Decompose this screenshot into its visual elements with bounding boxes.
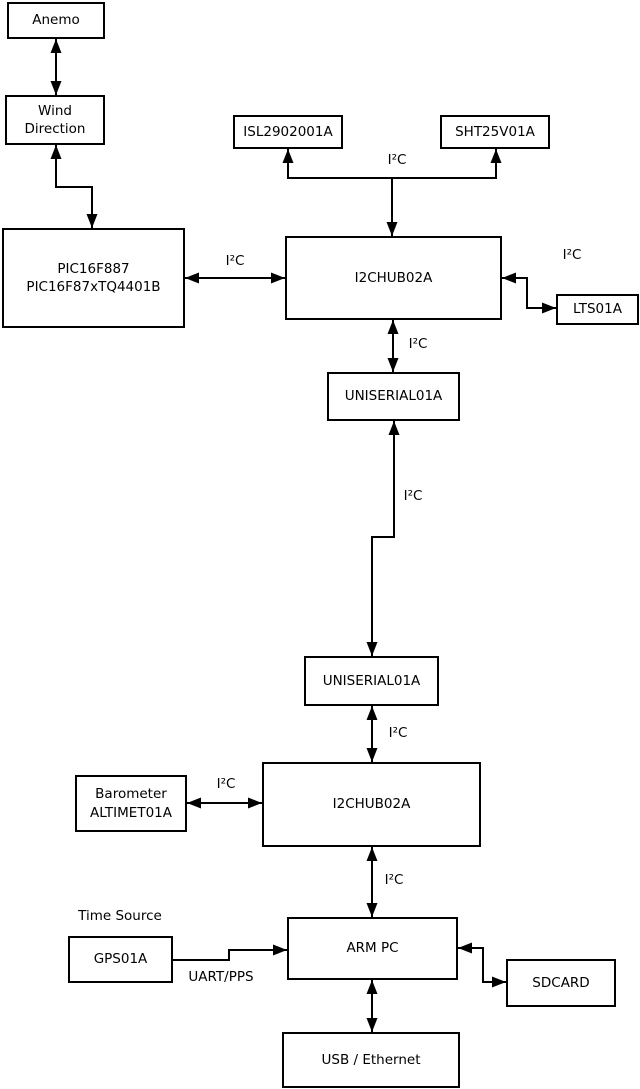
node-uniserial-1: UNISERIAL01A	[327, 372, 460, 421]
node-label-line: ARM PC	[346, 940, 399, 957]
node-label-line: Direction	[24, 121, 86, 137]
arrowhead-armpc-sdcard-end	[492, 976, 506, 988]
node-arm-pc: ARM PC	[287, 917, 458, 980]
node-i2chub-1: I2CHUB02A	[285, 236, 502, 320]
arrowhead-bus-isl-sht-start	[282, 149, 294, 163]
arrowhead-pic-hub1-start	[185, 272, 199, 284]
arrowhead-wind-pic-start	[50, 145, 62, 159]
node-usb-ethernet: USB / Ethernet	[282, 1032, 460, 1088]
arrowhead-hub1-lts-start	[502, 272, 516, 284]
edge-gps-armpc	[173, 949, 287, 961]
arrowhead-armpc-sdcard-start	[458, 942, 472, 954]
node-i2chub-2: I2CHUB02A	[262, 762, 481, 847]
node-label-line: PIC16F887	[57, 260, 130, 277]
edge-armpc-sdcard	[458, 947, 506, 983]
label-i2c-hub1-uniserial1: I²C	[408, 336, 428, 352]
node-isl: ISL2902001A	[233, 115, 343, 149]
label-i2c-hub2-armpc: I²C	[384, 872, 404, 888]
node-label-line: SDCARD	[532, 974, 590, 991]
node-label-line: I2CHUB02A	[332, 796, 411, 813]
arrowhead-uniserial2-hub2-start	[366, 706, 378, 720]
edge-uniserial1-uniserial2	[371, 421, 395, 656]
arrowhead-bus-isl-sht-end	[490, 149, 502, 163]
arrowhead-pic-hub1-end	[271, 272, 285, 284]
arrowhead-barometer-hub2-start	[187, 797, 201, 809]
arrowhead-uniserial1-uniserial2-end	[366, 642, 378, 656]
node-label-line: GPS01A	[93, 951, 148, 968]
node-uniserial-2: UNISERIAL01A	[304, 656, 439, 706]
arrowhead-gps-armpc-end	[273, 944, 287, 956]
node-label-line: ALTIMET01A	[90, 804, 172, 821]
arrowhead-wind-pic-end	[86, 214, 98, 228]
label-i2c-hub1-lts: I²C	[562, 247, 582, 263]
node-label-line: Barometer	[95, 786, 167, 803]
label-i2c-uniserial-link: I²C	[403, 488, 423, 504]
node-label-line: SHT25V01A	[455, 123, 535, 140]
label-time-source: Time Source	[78, 908, 162, 924]
node-label-line: Anemo	[32, 12, 80, 29]
node-label-line: Wind	[38, 102, 72, 119]
arrowhead-uniserial1-uniserial2-start	[388, 421, 400, 435]
arrowhead-uniserial2-hub2-end	[366, 748, 378, 762]
arrowhead-armpc-usb-start	[366, 980, 378, 994]
node-sht: SHT25V01A	[440, 115, 550, 149]
label-i2c-uniserial2-hub2: I²C	[388, 725, 408, 741]
arrowhead-hub1-uniserial1-start	[387, 320, 399, 334]
arrowhead-hub2-armpc-start	[366, 847, 378, 861]
node-label-line: UNISERIAL01A	[344, 388, 443, 405]
node-label-line: PIC16F87xTQ4401B	[26, 279, 161, 295]
arrowhead-bus-hub1-end	[386, 222, 398, 236]
node-lts: LTS01A	[556, 294, 639, 325]
arrowhead-barometer-hub2-end	[248, 797, 262, 809]
label-i2c-sensor-bus: I²C	[387, 152, 407, 168]
node-gps: GPS01A	[68, 936, 173, 983]
node-label-line: LTS01A	[573, 301, 622, 318]
arrowhead-armpc-usb-end	[366, 1018, 378, 1032]
edge-wind-pic	[55, 145, 93, 228]
node-anemo: Anemo	[7, 2, 105, 39]
label-i2c-pic-hub1: I²C	[225, 253, 245, 269]
edge-hub1-lts	[502, 277, 556, 309]
node-sdcard: SDCARD	[506, 959, 616, 1007]
label-uart-pps: UART/PPS	[188, 969, 254, 985]
node-label-line: ISL2902001A	[243, 123, 333, 140]
arrowhead-anemo-wind-start	[50, 39, 62, 53]
node-label-line: USB / Ethernet	[321, 1051, 421, 1068]
node-label-line: UNISERIAL01A	[322, 672, 421, 689]
label-i2c-barometer-hub2: I²C	[216, 776, 236, 792]
node-label-line: I2CHUB02A	[354, 269, 433, 286]
arrowhead-hub2-armpc-end	[366, 903, 378, 917]
arrowhead-anemo-wind-end	[50, 81, 62, 95]
arrowhead-hub1-uniserial1-end	[387, 358, 399, 372]
arrowhead-hub1-lts-end	[542, 302, 556, 314]
